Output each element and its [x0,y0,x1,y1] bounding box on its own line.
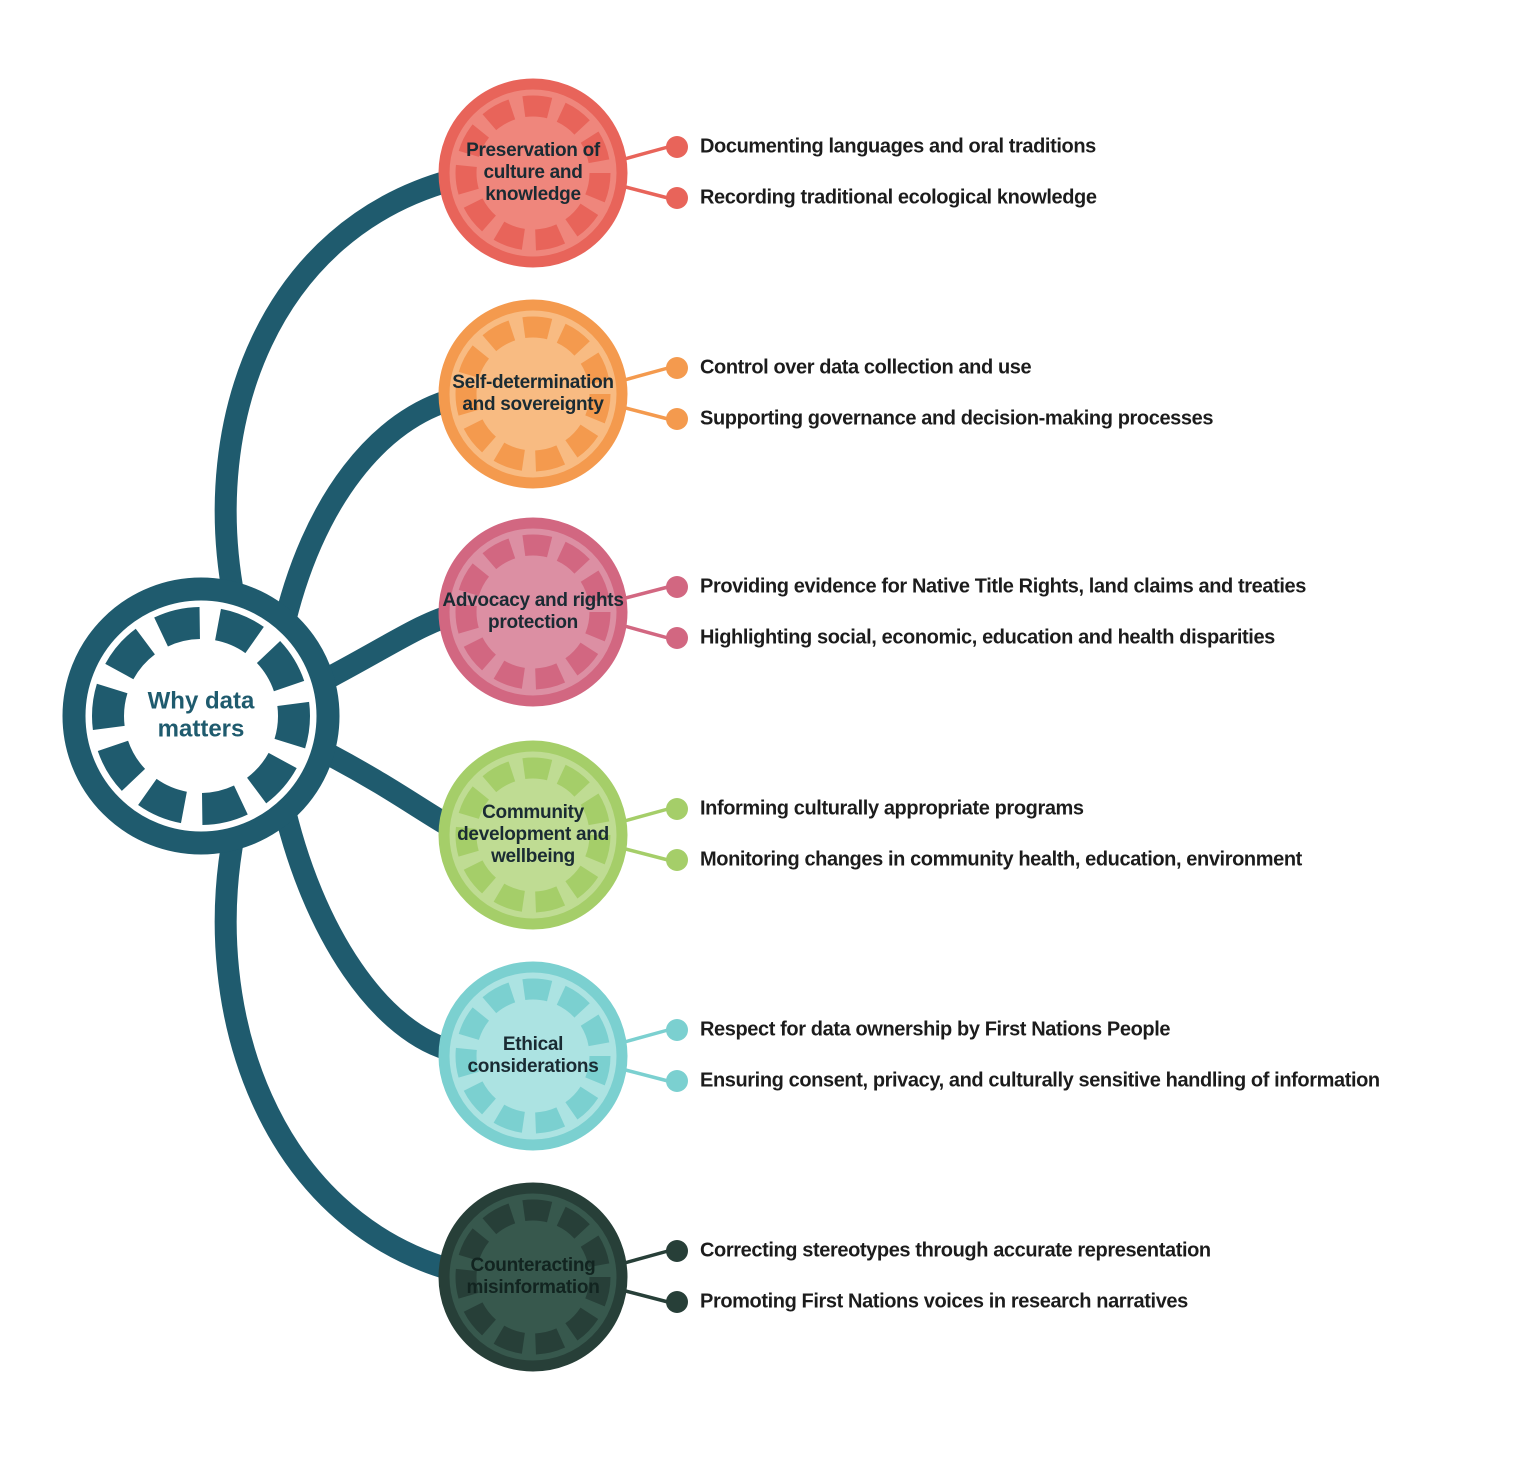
branch-label-misinformation: Counteracting misinformation [466,1254,600,1298]
branch-4-dashed-ring [455,757,611,913]
branch-3-dashed-ring [455,534,611,690]
hub-label: Why data matters [147,687,255,743]
item-dots [666,136,688,1313]
branch-2-dashed-ring [455,316,611,472]
bullet-dot [666,136,688,158]
connector-branch-2 [271,388,465,645]
item-text: Providing evidence for Native Title Righ… [700,575,1306,598]
item-text: Promoting First Nations voices in resear… [700,1290,1188,1313]
item-text: Informing culturally appropriate program… [700,797,1084,820]
connector-branch-4 [321,745,467,841]
bullet-dot [666,1019,688,1041]
item-connectors [609,145,669,1304]
bullet-dot [666,357,688,379]
connector-branch-6 [214,823,463,1281]
item-text: Highlighting social, economic, education… [700,626,1275,649]
item-text: Respect for data ownership by First Nati… [700,1018,1171,1041]
bullet-dot [666,187,688,209]
connector-branch-3 [321,603,467,687]
branch-node-4 [438,740,628,930]
branch-label-preservation: Preservation of culture and knowledge [466,139,600,206]
bullet-dot [666,798,688,820]
branch-label-advocacy: Advocacy and rights protection [442,589,624,633]
bullet-dot [666,1291,688,1313]
item-text: Ensuring consent, privacy, and culturall… [700,1069,1380,1092]
branch-node-3 [438,517,628,707]
bullet-dot [666,849,688,871]
branch-node-5 [438,961,628,1151]
item-text: Recording traditional ecological knowled… [700,186,1097,209]
branch-label-self-determination: Self-determination and sovereignty [452,371,614,415]
item-text: Control over data collection and use [700,356,1032,379]
branch-6-dashed-ring [455,1199,611,1355]
branch-label-ethical: Ethical considerations [467,1033,599,1077]
item-text: Supporting governance and decision-makin… [700,407,1214,430]
branch-node-2 [438,299,628,489]
bullet-dot [666,576,688,598]
bullet-dot [666,627,688,649]
hub-dashed-ring [92,607,310,825]
branch-5-dashed-ring [455,978,611,1134]
branch-nodes [438,78,628,1372]
branch-label-community: Community development and wellbeing [457,801,609,868]
branch-node-6 [438,1182,628,1372]
branch-1-dashed-ring [455,95,611,251]
item-text: Monitoring changes in community health, … [700,848,1302,871]
connector-branch-1 [214,169,463,609]
item-text: Correcting stereotypes through accurate … [700,1239,1211,1262]
connector-branch-5 [271,787,465,1062]
bullet-dot [666,408,688,430]
bullet-dot [666,1240,688,1262]
bullet-dot [666,1070,688,1092]
branch-node-1 [438,78,628,268]
hub-connectors [214,169,467,1281]
item-text: Documenting languages and oral tradition… [700,135,1096,158]
hub-node [62,577,340,855]
